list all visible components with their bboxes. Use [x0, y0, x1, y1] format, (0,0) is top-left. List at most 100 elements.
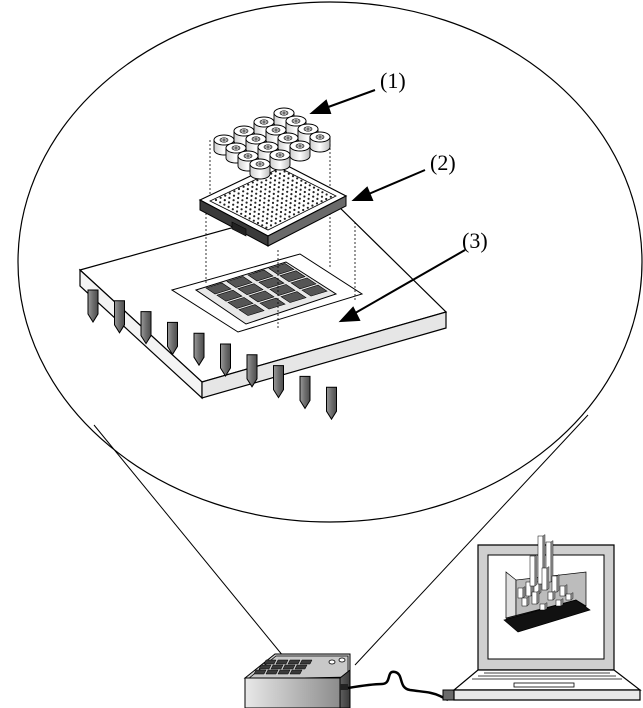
interposer-dot: [316, 193, 319, 196]
interposer-dot: [283, 217, 286, 220]
interposer-dot: [241, 199, 244, 202]
ic-pin: [273, 365, 284, 399]
interposer-dot: [290, 188, 293, 191]
interposer-dot: [303, 195, 306, 198]
interposer-dot: [251, 185, 254, 188]
interposer-dot: [306, 206, 309, 209]
interposer-dot: [232, 194, 236, 197]
sensor-cell: [216, 289, 243, 302]
interposer-dot: [320, 195, 324, 198]
sensor-cell: [205, 282, 232, 295]
screen-bar: [531, 590, 540, 605]
interposer-dot: [273, 179, 277, 182]
interposer-dot: [279, 215, 282, 218]
interposer-dot: [321, 191, 324, 194]
interposer-dot: [228, 192, 231, 195]
screen-bar: [555, 598, 564, 607]
keypad-key: [289, 669, 303, 675]
interposer-dot: [250, 194, 253, 197]
interposer-dot: [240, 208, 243, 211]
interposer-dot: [329, 195, 332, 198]
interposer-dot-grid: [214, 168, 332, 229]
interposer-dot: [266, 213, 269, 216]
interposer-dot: [312, 191, 315, 194]
interposer-dot: [246, 192, 249, 195]
interposer-dot: [258, 208, 261, 211]
interposer-dot: [286, 181, 290, 184]
interposer-dot: [317, 188, 320, 191]
interposer-dot: [224, 194, 227, 197]
interposer-dot: [300, 179, 303, 182]
interposer-dot: [244, 215, 247, 218]
keypad-key: [287, 659, 301, 665]
interposer-dot: [304, 186, 307, 189]
interposer-dot: [307, 202, 310, 205]
interposer-dot: [249, 208, 252, 211]
interposer-dot: [246, 188, 249, 191]
ic-pin: [193, 332, 205, 367]
device-knob-1: [328, 659, 336, 665]
keypad-key: [282, 664, 296, 670]
ic-pin: [140, 311, 152, 345]
interposer-dot: [274, 170, 277, 173]
interposer-dot: [288, 215, 291, 218]
interposer-dot: [270, 215, 273, 218]
interposer-dot: [284, 204, 288, 207]
arrow-1: [309, 89, 376, 114]
interposer-dot: [311, 204, 314, 207]
reader-device: [243, 653, 351, 708]
ic-pin: [87, 289, 99, 323]
laptop: [452, 534, 642, 701]
keypad-key: [294, 664, 308, 670]
device-keypad: [253, 659, 313, 675]
interposer-dot: [266, 208, 270, 211]
sensor-cell: [226, 276, 253, 288]
interposer-dot: [223, 199, 226, 202]
interposer-dot: [271, 201, 275, 204]
label-3: (3): [462, 228, 488, 253]
ic-pin: [220, 343, 231, 377]
interposer-dot: [279, 219, 282, 223]
interposer-dot: [240, 212, 243, 215]
magnifier-cone: [93, 414, 589, 666]
interposer-dot: [236, 201, 239, 204]
interposer-dot: [294, 190, 298, 193]
screen-bar: [541, 566, 550, 591]
interposer-dot: [311, 200, 314, 203]
interposer-dot: [273, 183, 276, 186]
interposer-dot: [223, 203, 226, 206]
interposer-dot: [271, 210, 274, 213]
interposer-dot: [274, 222, 277, 225]
interposer-dot: [275, 213, 278, 216]
sensor-cell: [301, 284, 328, 297]
interposer-dot: [242, 185, 245, 188]
interposer-dot: [295, 181, 298, 184]
interposer-dot: [297, 206, 301, 209]
interposer-dot: [291, 175, 295, 178]
usb-cable: [347, 670, 449, 702]
screen-bar: [547, 590, 556, 601]
cylinder-electrode: [237, 150, 259, 172]
interposer-dot: [219, 201, 222, 204]
sensor-cell: [238, 304, 265, 316]
interposer-dot: [235, 210, 239, 213]
interposer-dot: [308, 184, 311, 187]
interposer-dot: [276, 204, 279, 207]
cylinder-electrode: [289, 140, 311, 162]
interposer-dot: [286, 190, 289, 193]
interposer-dot: [244, 210, 247, 213]
interposer-dot: [292, 213, 296, 216]
interposer-dot: [302, 204, 305, 207]
interposer-dot: [251, 181, 254, 184]
interposer-dot: [278, 181, 281, 184]
interposer-dot: [265, 179, 268, 182]
interposer-dot: [268, 190, 271, 193]
screen-bar: [517, 586, 526, 599]
screen-bar: [551, 574, 560, 593]
interposer-dot: [282, 183, 285, 187]
interposer-dot: [242, 190, 245, 193]
interposer-dot: [283, 174, 286, 178]
interposer-dot: [308, 188, 311, 191]
screen-bar: [521, 596, 530, 607]
